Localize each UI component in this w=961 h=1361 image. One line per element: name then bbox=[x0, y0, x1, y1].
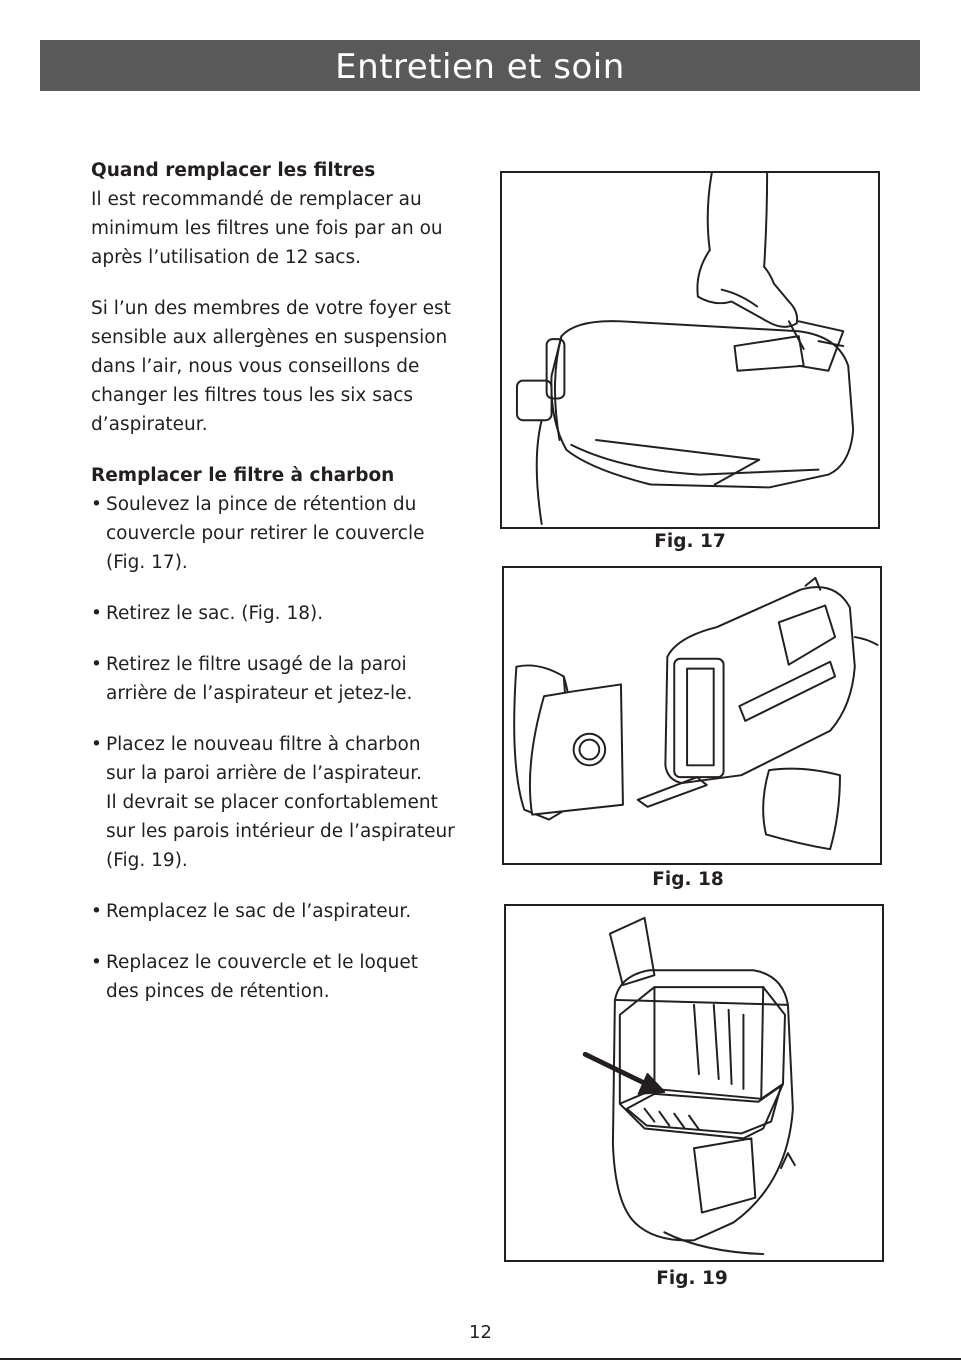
list-item: • Remplacez le sac de l’aspirateur. bbox=[91, 897, 486, 926]
list-item: • Retirez le sac. (Fig. 18). bbox=[91, 599, 486, 628]
text-line: (Fig. 19). bbox=[106, 850, 188, 871]
text-line: arrière de l’aspirateur et jetez-le. bbox=[106, 683, 413, 704]
bullet-marker: • bbox=[91, 654, 102, 675]
text-line: Si l’un des membres de votre foyer est bbox=[91, 298, 451, 319]
instructions-column: Quand remplacer les filtres Il est recom… bbox=[91, 156, 486, 1006]
section-heading-when-replace: Quand remplacer les filtres bbox=[91, 160, 376, 181]
text-line: d’aspirateur. bbox=[91, 414, 208, 435]
text-line: Retirez le filtre usagé de la paroi bbox=[106, 654, 407, 675]
list-item: • Replacez le couvercle et le loquet des… bbox=[91, 948, 486, 1006]
text-line: Soulevez la pince de rétention du bbox=[106, 494, 417, 515]
text-line: Replacez le couvercle et le loquet bbox=[106, 952, 418, 973]
figure-18-illustration bbox=[502, 566, 882, 865]
list-item: • Soulevez la pince de rétention du couv… bbox=[91, 490, 486, 577]
text-line: après l’utilisation de 12 sacs. bbox=[91, 247, 361, 268]
bullet-marker: • bbox=[91, 494, 102, 515]
text-line: sensible aux allergènes en suspension bbox=[91, 327, 448, 348]
text-line: Placez le nouveau filtre à charbon bbox=[106, 734, 421, 755]
text-line: couvercle pour retirer le couvercle bbox=[106, 523, 425, 544]
text-line: Il est recommandé de remplacer au bbox=[91, 189, 422, 210]
text-line: Retirez le sac. (Fig. 18). bbox=[106, 603, 324, 624]
list-item: • Placez le nouveau filtre à charbon sur… bbox=[91, 730, 486, 875]
bullet-marker: • bbox=[91, 603, 102, 624]
bullet-marker: • bbox=[91, 901, 102, 922]
text-line: sur la paroi arrière de l’aspirateur. bbox=[106, 763, 423, 784]
list-item: • Retirez le filtre usagé de la paroi ar… bbox=[91, 650, 486, 708]
section-heading-replace-charcoal-filter: Remplacer le filtre à charbon bbox=[91, 465, 395, 486]
figure-17-caption: Fig. 17 bbox=[654, 531, 726, 552]
page-title: Entretien et soin bbox=[40, 40, 920, 91]
text-line: Remplacez le sac de l’aspirateur. bbox=[106, 901, 412, 922]
figure-17-illustration bbox=[500, 171, 880, 529]
text-line: sur les parois intérieur de l’aspirateur bbox=[106, 821, 455, 842]
text-line: Il devrait se placer confortablement bbox=[106, 792, 438, 813]
text-line: des pinces de rétention. bbox=[106, 981, 330, 1002]
figure-18-caption: Fig. 18 bbox=[652, 869, 724, 890]
bottom-divider bbox=[0, 1358, 961, 1360]
text-line: changer les filtres tous les six sacs bbox=[91, 385, 414, 406]
text-line: minimum les filtres une fois par an ou bbox=[91, 218, 443, 239]
text-line: dans l’air, nous vous conseillons de bbox=[91, 356, 420, 377]
figure-19-illustration bbox=[504, 904, 884, 1262]
page-number: 12 bbox=[469, 1322, 492, 1343]
text-line: (Fig. 17). bbox=[106, 552, 188, 573]
bullet-marker: • bbox=[91, 734, 102, 755]
bullet-marker: • bbox=[91, 952, 102, 973]
figure-19-caption: Fig. 19 bbox=[656, 1268, 728, 1289]
